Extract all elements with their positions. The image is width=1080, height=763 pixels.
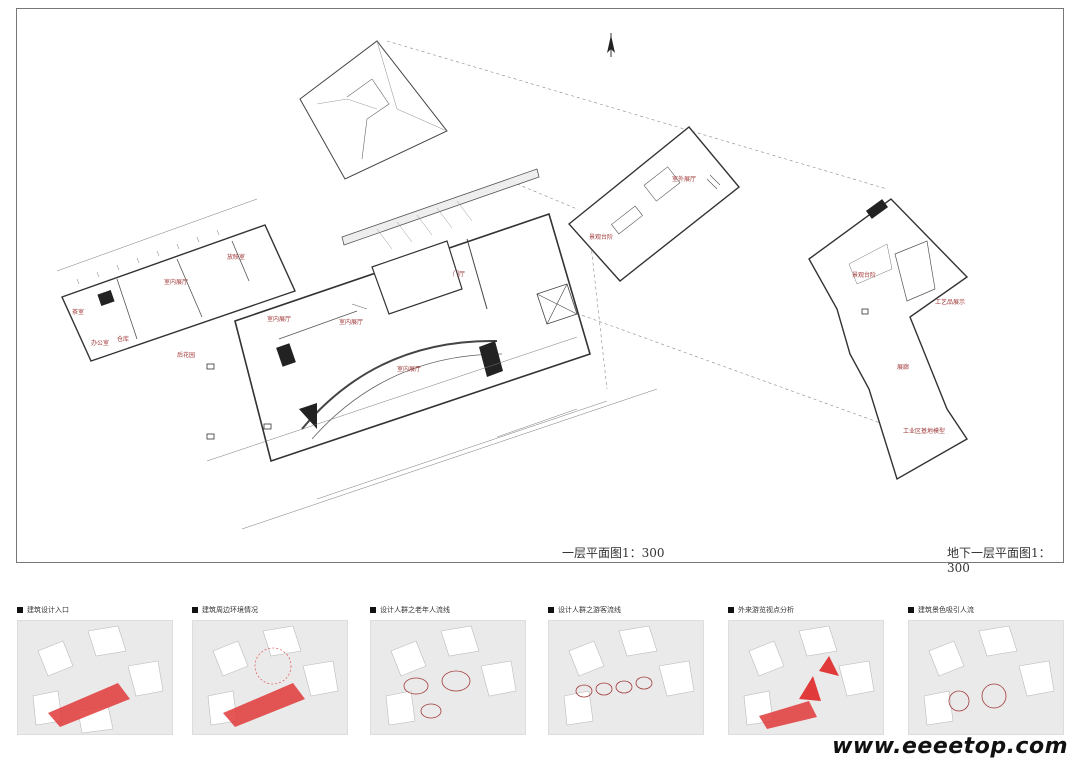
analysis-panel: 外来游览视点分析 <box>728 605 884 735</box>
site-map <box>908 620 1064 735</box>
room-label: 工艺品展示 <box>935 298 965 306</box>
room-label: 仓库 <box>117 335 129 343</box>
room-label: 室外展厅 <box>672 175 696 183</box>
panel-caption: 设计人群之游客流线 <box>558 606 621 614</box>
site-map <box>728 620 884 735</box>
site-map <box>370 620 526 735</box>
bullet-square-icon <box>192 607 198 613</box>
panel-caption: 建筑周边环境情况 <box>202 606 258 614</box>
central-building <box>234 212 591 463</box>
room-label: 室内展厅 <box>397 365 421 373</box>
room-label: 茶室 <box>72 308 84 316</box>
room-label: 展廊 <box>897 363 909 371</box>
canopy-ramp <box>341 168 540 250</box>
room-label: 室内展厅 <box>339 318 363 326</box>
analysis-panel: 建筑景色吸引人流 <box>908 605 1064 735</box>
watermark-text: www.eeeetop.com <box>832 734 1068 759</box>
room-labels: 放映室 室内展厅 茶室 办公室 仓库 后花园 室内展厅 室内展厅 门厅 室内展厅… <box>72 175 965 435</box>
site-map <box>192 620 348 735</box>
panel-caption: 建筑景色吸引人流 <box>918 606 974 614</box>
ground-floor-plan-title: 一层平面图1：300 <box>562 546 665 560</box>
basement-plan-title: 地下一层平面图1：300 <box>947 546 1051 575</box>
bullet-square-icon <box>908 607 914 613</box>
pyramid-roof <box>299 40 448 180</box>
site-map <box>17 620 173 735</box>
analysis-panel: 建筑周边环境情况 <box>192 605 348 735</box>
outdoor-hall-building <box>567 126 740 282</box>
room-label: 景观台阶 <box>852 271 876 279</box>
bullet-square-icon <box>728 607 734 613</box>
right-building <box>808 198 969 481</box>
room-label: 门厅 <box>453 270 465 278</box>
bullet-square-icon <box>370 607 376 613</box>
panel-caption: 设计人群之老年人流线 <box>380 606 450 614</box>
north-arrow-icon <box>607 33 615 57</box>
analysis-panel: 设计人群之老年人流线 <box>370 605 526 735</box>
room-label: 景观台阶 <box>589 233 613 241</box>
room-label: 工业区基地模型 <box>903 427 945 435</box>
panel-caption: 建筑设计入口 <box>27 606 69 614</box>
floor-plan-drawing: 放映室 室内展厅 茶室 办公室 仓库 后花园 室内展厅 室内展厅 门厅 室内展厅… <box>56 33 969 530</box>
site-map <box>548 620 704 735</box>
dimension-lines <box>206 336 658 530</box>
bullet-square-icon <box>17 607 23 613</box>
site-markers <box>206 308 869 440</box>
bullet-square-icon <box>548 607 554 613</box>
drawing-frame: 放映室 室内展厅 茶室 办公室 仓库 后花园 室内展厅 室内展厅 门厅 室内展厅… <box>16 8 1064 575</box>
room-label: 室内展厅 <box>267 315 291 323</box>
panel-caption: 外来游览视点分析 <box>738 606 794 614</box>
left-building <box>56 198 296 362</box>
analysis-panel: 建筑设计入口 <box>17 605 173 735</box>
analysis-panel: 设计人群之游客流线 <box>548 605 704 735</box>
room-label: 后花园 <box>177 351 195 359</box>
room-label: 室内展厅 <box>164 278 188 286</box>
room-label: 办公室 <box>91 339 109 347</box>
room-label: 放映室 <box>227 253 245 261</box>
